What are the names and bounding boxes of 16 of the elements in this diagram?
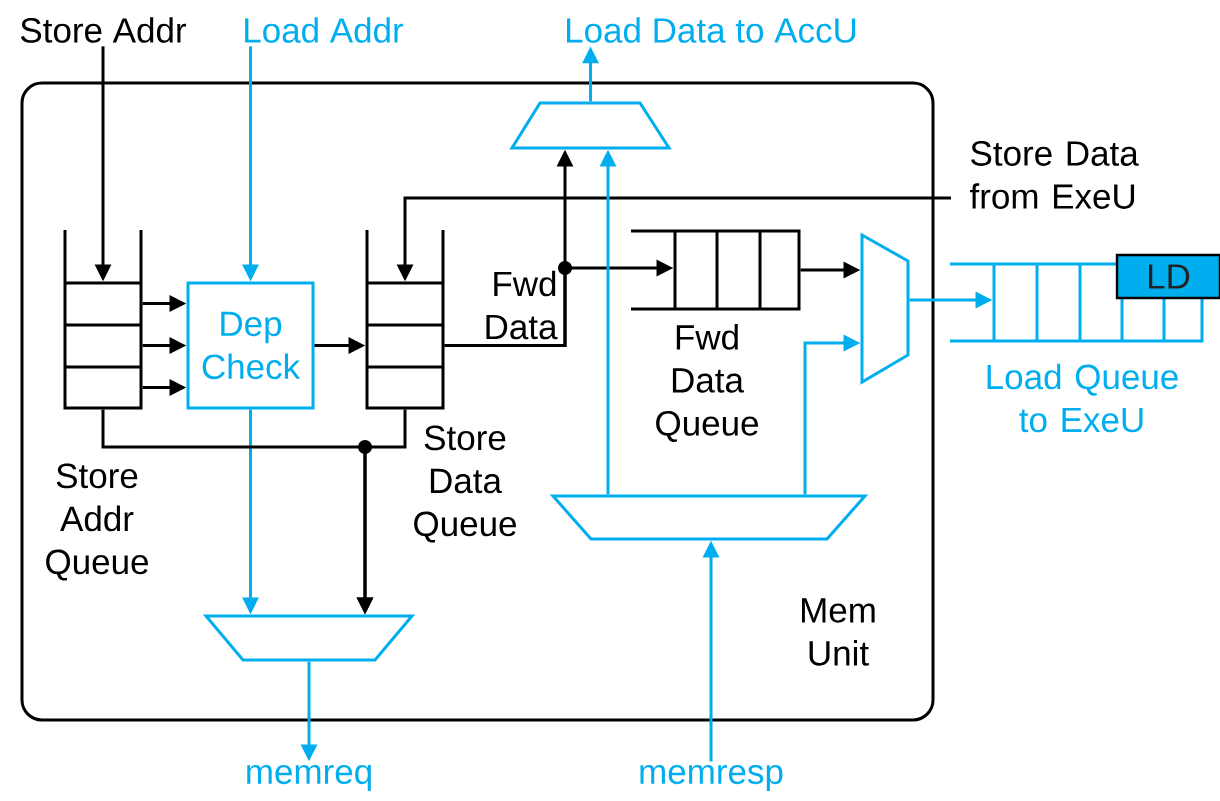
signal-label: memresp: [640, 764, 783, 792]
queue-label: Load Queue to ExeU: [987, 363, 1178, 433]
signal-label: Load Data to AccU: [567, 17, 856, 43]
queue: [63, 230, 143, 410]
edge-label: Fwd Data: [486, 270, 558, 340]
queue-label: Store Addr Queue: [46, 463, 148, 581]
queue: [631, 229, 801, 311]
signal-label: Load Addr: [245, 17, 404, 43]
logic-box: Dep Check: [186, 281, 315, 410]
signal-label: Store Addr: [20, 17, 187, 43]
queue: [365, 230, 445, 410]
tag-box: LD: [1115, 253, 1220, 300]
signal-label: memreq: [247, 764, 371, 792]
queue-label: Store Data Queue: [414, 425, 516, 543]
queue-label: Fwd Data Queue: [656, 324, 758, 442]
signal-label: Store Data from ExeU: [970, 141, 1139, 209]
